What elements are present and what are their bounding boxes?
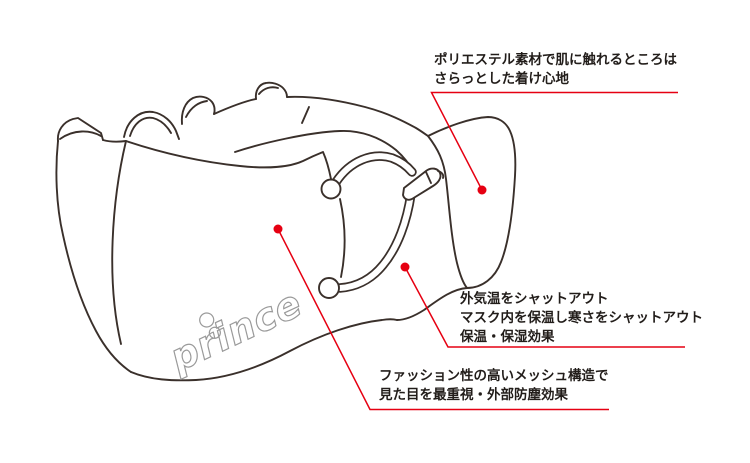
callout-fabric-line2: さらっとした着け心地 xyxy=(434,71,569,86)
front-mask-layer xyxy=(55,117,398,382)
callout-leaders xyxy=(273,91,685,411)
callout-mesh-line2: 見た目を最重視・外部防塵効果 xyxy=(379,387,568,402)
callout-mesh: ファッション性の高いメッシュ構造で 見た目を最重視・外部防塵効果 xyxy=(379,366,609,404)
side-panel xyxy=(396,116,517,321)
callout-dot-warmth xyxy=(400,262,410,272)
callout-mesh-line1: ファッション性の高いメッシュ構造で xyxy=(379,368,609,383)
fabric-crease xyxy=(111,140,127,345)
callout-fabric-line1: ポリエステル素材で肌に触れるところは xyxy=(434,52,677,67)
callout-warmth: 外気温をシャットアウト マスク内を保温し寒さをシャットアウト 保温・保湿効果 xyxy=(460,289,703,346)
prince-logo-text: prince xyxy=(162,281,309,381)
prince-logo: prince xyxy=(162,280,310,381)
callout-fabric: ポリエステル素材で肌に触れるところは さらっとした着け心地 xyxy=(434,50,677,88)
ear-strap xyxy=(318,151,445,299)
logo-ball-icon xyxy=(199,312,215,328)
logo-ring-icon xyxy=(208,326,221,339)
callout-dot-mesh xyxy=(273,224,283,234)
strap-end-bottom xyxy=(318,277,340,299)
strap-end-top xyxy=(320,178,342,200)
middle-mask-layer xyxy=(123,110,414,173)
callout-dot-fabric xyxy=(477,185,487,195)
stitch-mark xyxy=(301,106,310,124)
back-mask-layer xyxy=(180,81,517,321)
callout-line-mesh xyxy=(277,228,609,411)
strap-adjuster xyxy=(402,167,445,201)
callout-line-fabric xyxy=(430,91,678,191)
callout-warmth-line2: マスク内を保温し寒さをシャットアウト xyxy=(460,310,703,325)
callout-line-warmth xyxy=(404,266,685,348)
callout-warmth-line1: 外気温をシャットアウト xyxy=(460,291,609,306)
callout-warmth-line3: 保温・保湿効果 xyxy=(460,329,555,344)
